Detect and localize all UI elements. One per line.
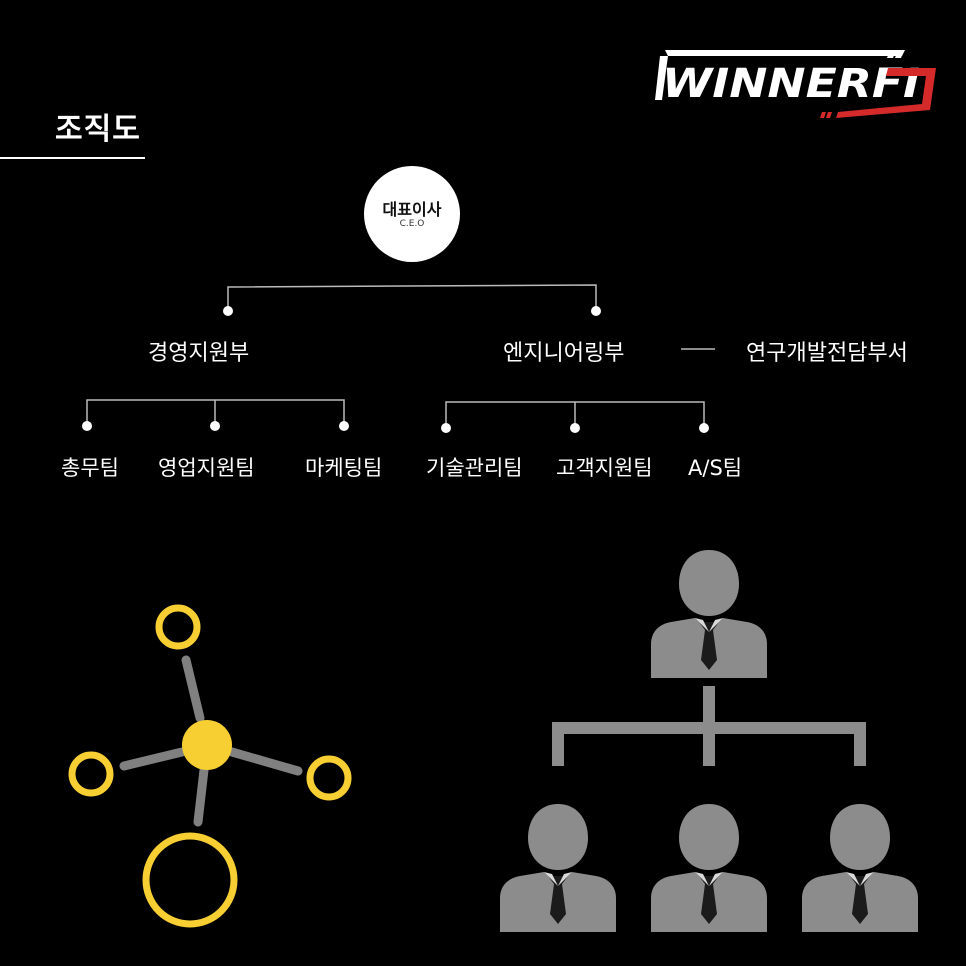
team-label: 기술관리팀 bbox=[426, 456, 523, 480]
ceo-subtitle: C.E.O bbox=[399, 219, 425, 229]
team-label: 고객지원팀 bbox=[556, 456, 653, 480]
division-management-support: 경영지원부 bbox=[148, 341, 250, 366]
title-underline bbox=[0, 157, 145, 159]
node-dot bbox=[570, 423, 580, 433]
team-label: 영업지원팀 bbox=[158, 456, 255, 480]
node-dot bbox=[591, 306, 601, 316]
node-dot bbox=[699, 423, 709, 433]
ceo-node: 대표이사 C.E.O bbox=[364, 166, 460, 262]
team-label: 총무팀 bbox=[61, 456, 119, 480]
page-title: 조직도 bbox=[55, 112, 141, 147]
node-dot bbox=[223, 306, 233, 316]
node-dot bbox=[441, 423, 451, 433]
ceo-title: 대표이사 bbox=[382, 200, 442, 219]
node-dot bbox=[82, 421, 92, 431]
division-engineering: 엔지니어링부 bbox=[503, 341, 625, 366]
logo-mark: WINNERFI bbox=[655, 50, 936, 118]
team-label: A/S팀 bbox=[688, 456, 743, 480]
team-label: 마케팅팀 bbox=[305, 456, 383, 480]
division-rnd-linked: 연구개발전담부서 bbox=[746, 341, 908, 366]
logo-text: WINNERFI bbox=[662, 61, 920, 107]
node-dot bbox=[339, 421, 349, 431]
node-dot bbox=[210, 421, 220, 431]
